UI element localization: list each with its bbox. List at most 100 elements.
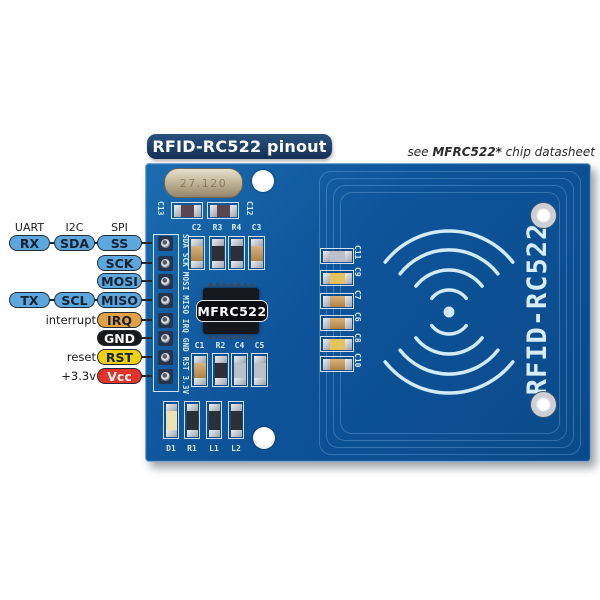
component-c8 <box>320 336 354 352</box>
component-label-c6: C6 <box>353 312 362 322</box>
pad <box>190 260 203 268</box>
pad <box>322 250 330 262</box>
component-c10 <box>320 356 354 372</box>
pad <box>233 355 246 363</box>
component-l1 <box>206 401 222 439</box>
annotation-3v3: +3.3v <box>61 369 96 383</box>
header-pin-sck <box>158 256 173 271</box>
component-label-c3: C3 <box>251 223 262 232</box>
component-label-d1: D1 <box>166 444 176 453</box>
antenna-trace-ring <box>326 178 574 448</box>
pin-pill-sda: SDA <box>54 235 95 251</box>
antenna-trace-ring <box>340 192 560 434</box>
component-label-c11: C11 <box>353 245 362 260</box>
pad <box>186 429 198 437</box>
mounting-hole-top-right <box>531 203 556 228</box>
component-body <box>329 358 345 370</box>
component-c6 <box>320 315 354 331</box>
pin-pill-tx: TX <box>9 292 50 308</box>
pad <box>253 377 266 385</box>
component-l2 <box>228 401 244 439</box>
crystal-oscillator: 27.120 <box>164 168 243 198</box>
chip-label: MFRC522 <box>196 300 268 322</box>
component-c12 <box>207 202 239 219</box>
header-pin-vcc <box>158 369 173 384</box>
component-body <box>250 245 263 261</box>
pad <box>230 238 243 246</box>
chip-pins <box>209 283 253 287</box>
component-label-c13: C13 <box>156 201 165 216</box>
component-c13 <box>171 202 203 219</box>
component-c3 <box>248 236 265 270</box>
component-body <box>211 245 224 261</box>
component-body <box>180 204 194 217</box>
pad <box>230 260 243 268</box>
pad <box>165 429 177 437</box>
pin-pill-rx: RX <box>9 235 50 251</box>
pad <box>173 204 181 217</box>
header-pin-mosi <box>158 274 173 289</box>
pad <box>233 377 246 385</box>
board-name-text: RFID-RC522 <box>522 222 553 396</box>
component-c1 <box>191 353 208 387</box>
pad <box>230 403 242 411</box>
pad <box>165 403 177 411</box>
component-label-r2: R2 <box>215 341 226 350</box>
component-body <box>329 295 345 307</box>
component-body <box>233 362 246 378</box>
mounting-hole-bottom-left <box>253 427 275 449</box>
pad <box>193 377 206 385</box>
component-r4 <box>228 236 245 270</box>
header-pin-rst <box>158 350 173 365</box>
pad <box>193 204 201 217</box>
component-c11 <box>320 248 354 264</box>
mounting-hole-top-left <box>252 170 274 192</box>
component-body <box>230 410 242 430</box>
pad <box>322 317 330 329</box>
pin-pill-mosi: MOSI <box>97 273 142 289</box>
pin-pill-irq: IRQ <box>97 312 142 328</box>
component-r3 <box>209 236 226 270</box>
note-suffix: chip datasheet <box>501 145 595 159</box>
pad <box>250 238 263 246</box>
pin-pill-gnd: GND <box>97 330 142 346</box>
antenna-trace-ring <box>333 185 567 441</box>
header-pin-miso <box>158 293 173 308</box>
component-d1 <box>163 401 179 439</box>
component-body <box>214 362 227 378</box>
component-label-c9: C9 <box>353 267 362 277</box>
annotation-reset: reset <box>66 350 96 364</box>
pad <box>208 403 220 411</box>
annotation-interrupt: interrupt <box>45 313 96 327</box>
header-pin-irq <box>158 313 173 328</box>
pad <box>322 272 330 284</box>
component-label-c10: C10 <box>353 353 362 368</box>
pin-pill-vcc: Vcc <box>97 368 142 384</box>
component-body <box>190 245 203 261</box>
component-body <box>193 362 206 378</box>
pad <box>322 358 330 370</box>
header-pin-sda <box>158 236 173 251</box>
component-label-c5: C5 <box>254 341 265 350</box>
column-header-i2c: I2C <box>65 221 84 234</box>
component-r1 <box>184 401 200 439</box>
column-header-spi: SPI <box>111 221 128 234</box>
component-body <box>253 362 266 378</box>
rfid-rc522-board: RFID-RC522 27.120 C13 C12 SDA SCK MOSI M… <box>145 163 591 462</box>
datasheet-note: see MFRC522* chip datasheet <box>330 145 596 159</box>
component-label-c8: C8 <box>353 333 362 343</box>
pad <box>229 204 237 217</box>
component-body <box>329 272 345 284</box>
component-label-c7: C7 <box>353 290 362 300</box>
pin-pill-sck: SCK <box>97 255 142 271</box>
header-pin-gnd <box>158 331 173 346</box>
note-prefix: see <box>407 145 433 159</box>
component-c4 <box>231 353 248 387</box>
component-body <box>165 410 177 430</box>
component-label-c2: C2 <box>191 223 202 232</box>
note-chip-name: MFRC522* <box>432 145 502 159</box>
pin-pill-rst: RST <box>97 349 142 365</box>
rfid-signal-icon <box>383 229 515 395</box>
component-label-c12: C12 <box>245 201 254 216</box>
